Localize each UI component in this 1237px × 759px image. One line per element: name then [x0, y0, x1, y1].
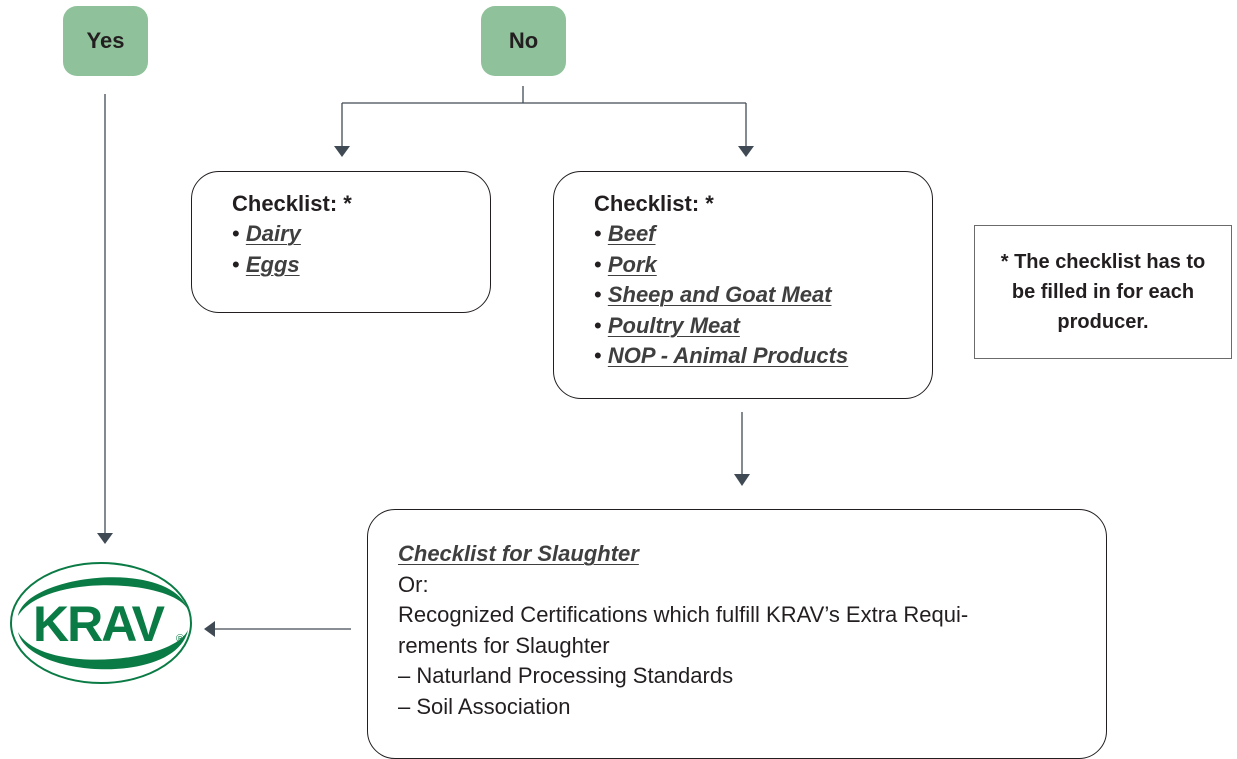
logo-wordmark: KRAV — [33, 596, 166, 652]
certifications-text-cont: rements for Slaughter — [398, 632, 610, 658]
checklist-items: • Beef • Pork • Sheep and Goat Meat • Po… — [594, 219, 932, 372]
registered-mark: ® — [176, 633, 184, 645]
checklist-meat-box: Checklist: * • Beef • Pork • Sheep and G… — [553, 171, 933, 399]
arrow-head-down — [734, 474, 750, 486]
checklist-link-poultry[interactable]: Poultry Meat — [607, 312, 740, 338]
logo-arc-top — [18, 577, 188, 616]
naturland-item: – Naturland Processing Standards — [398, 663, 734, 688]
checklist-link-pork[interactable]: Pork — [607, 251, 657, 277]
checklist-link-dairy[interactable]: Dairy — [245, 221, 301, 246]
certifications-text: Recognized Certifications which fulfill … — [398, 602, 969, 627]
krav-logo: KRAV ® — [10, 562, 192, 684]
no-label: No — [508, 28, 539, 53]
checklist-title: Checklist: * — [594, 191, 714, 216]
list-item: • Poultry Meat — [594, 312, 740, 338]
or-text: Or: — [398, 571, 429, 597]
list-item: • Beef — [594, 221, 656, 246]
checklist-title: Checklist: * — [232, 191, 352, 216]
yes-label: Yes — [86, 28, 125, 53]
producer-note-text: * The checklist has to be filled in for … — [1000, 251, 1206, 333]
checklist-link-nop[interactable]: NOP - Animal Products — [607, 343, 849, 368]
list-item: • Dairy — [232, 221, 301, 246]
slaughter-box: Checklist for Slaughter Or: Recognized C… — [367, 509, 1107, 759]
arrow-head-down — [738, 146, 754, 157]
checklist-items: • Dairy • Eggs — [232, 219, 490, 280]
logo-arc-bottom — [18, 630, 188, 670]
producer-note-box: * The checklist has to be filled in for … — [974, 225, 1232, 359]
list-item: • Sheep and Goat Meat — [594, 282, 832, 307]
soil-association-item: – Soil Association — [398, 693, 571, 719]
checklist-dairy-eggs-box: Checklist: * • Dairy • Eggs — [191, 171, 491, 313]
no-node[interactable]: No — [481, 6, 566, 76]
yes-node[interactable]: Yes — [63, 6, 148, 76]
checklist-link-beef[interactable]: Beef — [607, 221, 656, 246]
list-item: • Pork — [594, 251, 657, 277]
checklist-link-sheep-goat[interactable]: Sheep and Goat Meat — [607, 282, 832, 307]
checklist-link-slaughter[interactable]: Checklist for Slaughter — [398, 541, 639, 566]
list-item: • Eggs — [232, 251, 300, 277]
checklist-link-eggs[interactable]: Eggs — [245, 251, 300, 277]
arrow-head-left — [204, 621, 215, 637]
arrow-head-down — [334, 146, 350, 157]
list-item: • NOP - Animal Products — [594, 343, 849, 368]
arrow-head-down — [97, 533, 113, 544]
